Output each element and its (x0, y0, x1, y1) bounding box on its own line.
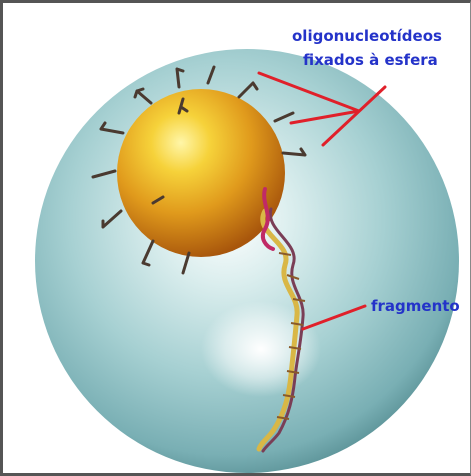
diagram-illustration (3, 3, 471, 476)
fragment-label: fragmento (371, 295, 460, 317)
bead-sphere (117, 89, 285, 257)
oligonucleotides-label-line1: oligonucleotídeos (292, 25, 442, 47)
oligonucleotides-label-line2: fixados à esfera (303, 49, 438, 71)
